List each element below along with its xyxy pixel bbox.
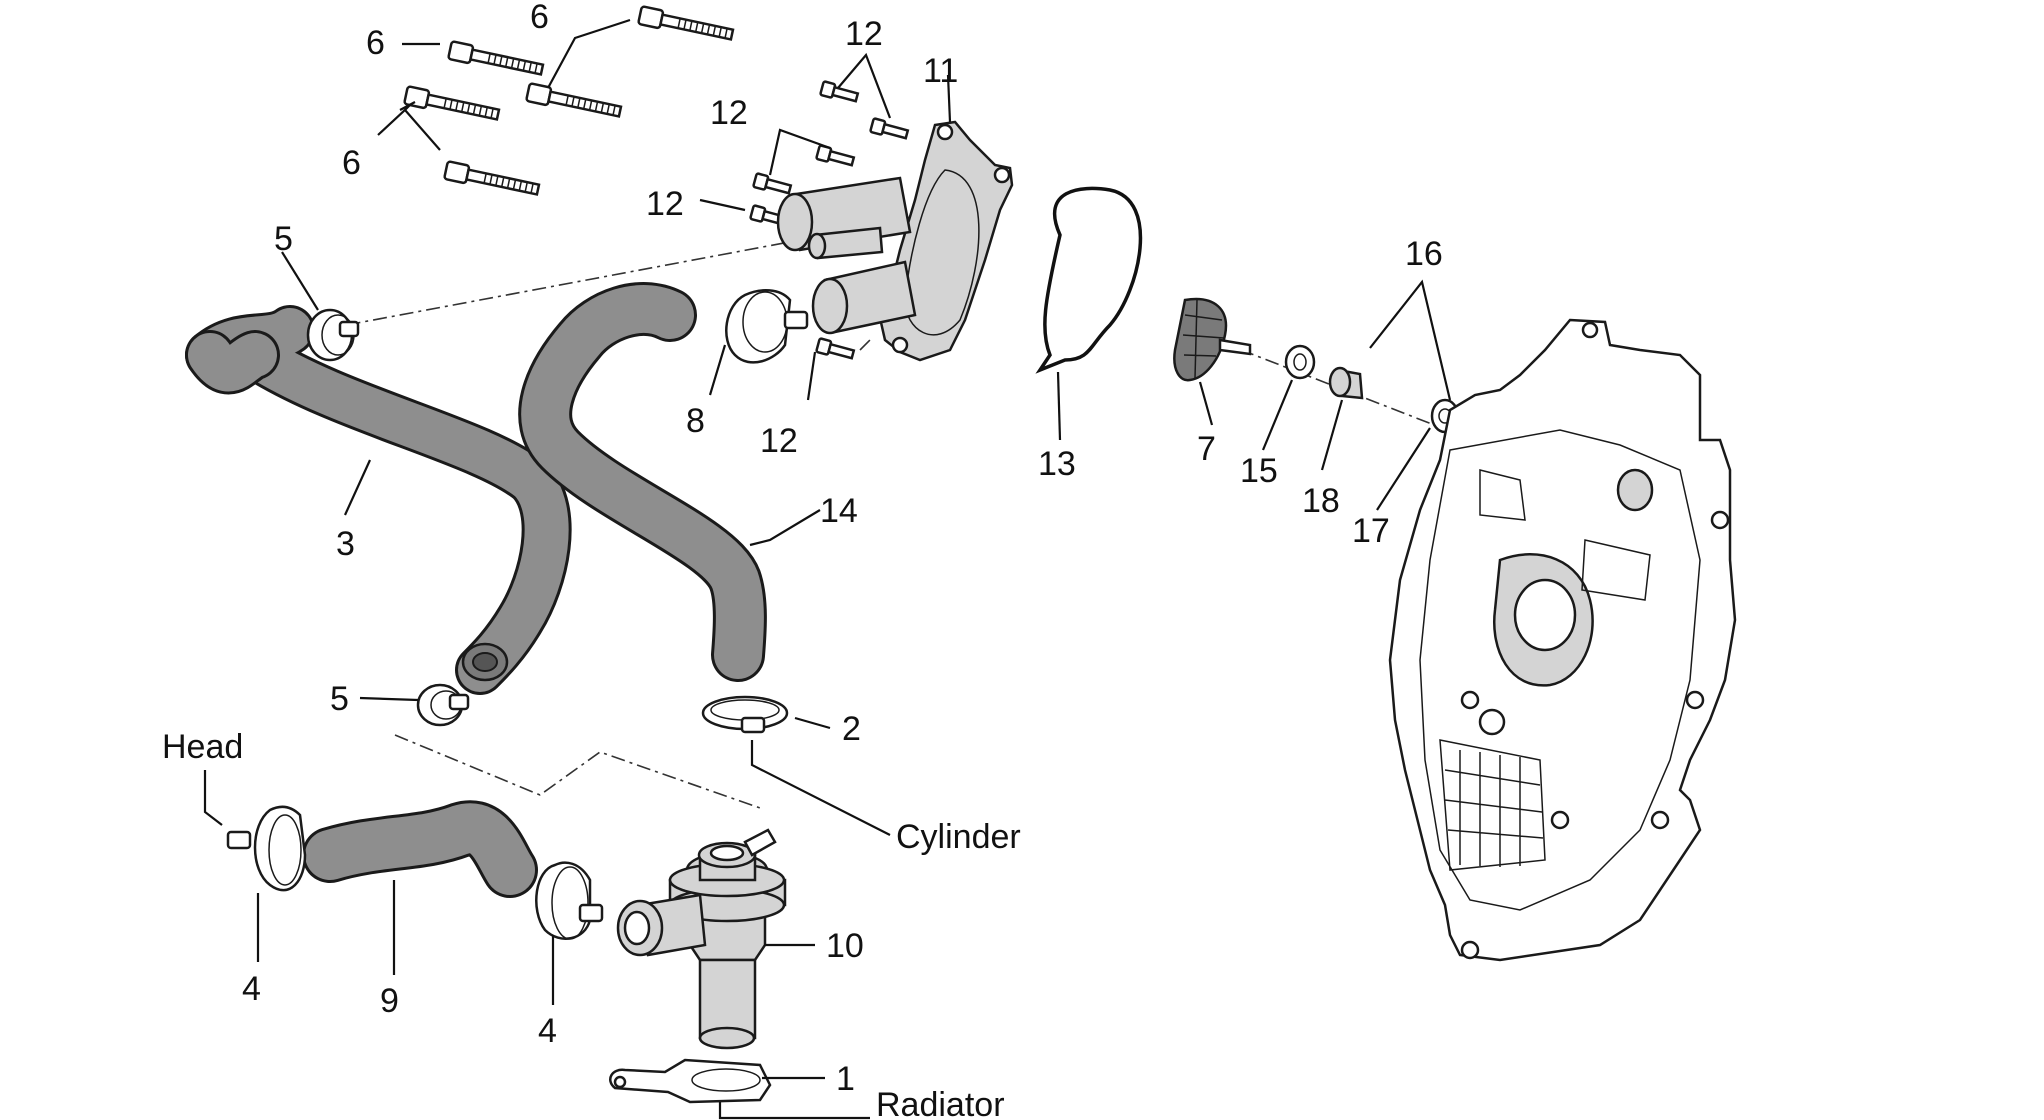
- clamp-8: [725, 289, 809, 364]
- thermostat-housing: [616, 828, 787, 1050]
- hose-9: [302, 800, 538, 898]
- callouts: 6 6 6 12 12 12 12 11 5 5 3 8 14 13 7 15 …: [162, 0, 1443, 1120]
- callout-11: 11: [923, 52, 958, 90]
- callout-3: 3: [336, 525, 355, 563]
- bushing-18: [1328, 366, 1364, 400]
- label-head: Head: [162, 728, 243, 766]
- callout-5-a: 5: [274, 220, 293, 258]
- callout-5-b: 5: [330, 680, 349, 718]
- callout-6-a: 6: [366, 24, 385, 62]
- callout-6-c: 6: [342, 144, 361, 182]
- callout-1: 1: [836, 1060, 855, 1098]
- callout-9: 9: [380, 982, 399, 1020]
- callout-17: 17: [1352, 512, 1390, 550]
- callout-10: 10: [826, 927, 864, 965]
- clamp-5-lower: [416, 683, 470, 727]
- clamp-5-upper: [306, 308, 360, 362]
- callout-13: 13: [1038, 445, 1076, 483]
- callout-18: 18: [1302, 482, 1340, 520]
- bolt-6-top-left: [447, 40, 545, 76]
- callout-4-a: 4: [242, 970, 261, 1008]
- seal-15: [1284, 344, 1316, 380]
- label-radiator: Radiator: [876, 1086, 1005, 1120]
- gasket-o-ring: [1035, 186, 1143, 374]
- callout-4-b: 4: [538, 1012, 557, 1050]
- bolt-6-lower-left: [403, 85, 501, 121]
- bolt-6-mid: [525, 82, 623, 118]
- callout-12-b: 12: [710, 94, 748, 132]
- leader-lines: [203, 18, 1452, 1120]
- callout-6-b: 6: [530, 0, 549, 36]
- clamp-4-left: [226, 805, 307, 892]
- callout-12-d: 12: [760, 422, 798, 460]
- bolt-6-top-right: [637, 5, 735, 41]
- hose-14: [518, 282, 767, 682]
- callout-8: 8: [686, 402, 705, 440]
- impeller: [1173, 297, 1252, 382]
- clamp-2: [701, 695, 789, 734]
- callout-16: 16: [1405, 235, 1443, 273]
- callout-7: 7: [1197, 430, 1216, 468]
- callout-15: 15: [1240, 452, 1278, 490]
- crankcase-cover: [1388, 318, 1737, 962]
- callout-12-c: 12: [646, 185, 684, 223]
- clamp-4-right: [535, 861, 604, 940]
- gasket-plate: [609, 1058, 772, 1104]
- screws-12: [749, 80, 910, 360]
- bolt-6-lower: [443, 160, 541, 196]
- callout-14: 14: [820, 492, 858, 530]
- water-pump-cover: [776, 120, 1014, 362]
- hose-3: [185, 305, 572, 695]
- callout-2: 2: [842, 710, 861, 748]
- callout-12-a: 12: [845, 15, 883, 53]
- label-cylinder: Cylinder: [896, 818, 1021, 856]
